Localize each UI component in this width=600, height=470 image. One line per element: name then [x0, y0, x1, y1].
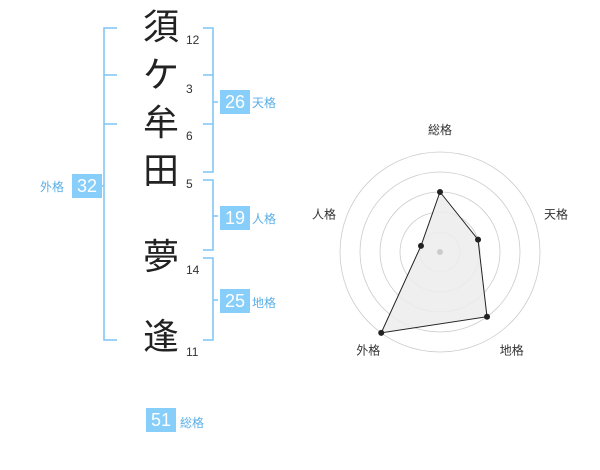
jinkaku-value: 19 [220, 206, 250, 230]
chikaku-label: 地格 [252, 296, 277, 310]
stroke-count-5: 14 [186, 263, 200, 277]
radar-ring-5 [339, 151, 541, 353]
radar-polygon [380, 190, 488, 334]
name-char-3: 牟 [142, 103, 179, 144]
gaikaku-bracket [103, 27, 117, 341]
radar-point-2 [484, 313, 491, 320]
jinkaku-label: 人格 [252, 212, 277, 226]
stroke-count-4: 5 [186, 177, 193, 191]
chikaku-bracket [203, 257, 214, 341]
soukaku-value: 51 [146, 408, 176, 432]
bracket-lines [100, 27, 218, 341]
stroke-count-3: 6 [186, 129, 193, 143]
radar-point-0 [437, 189, 443, 195]
radar-point-1 [475, 236, 482, 243]
radar-point-4 [417, 242, 424, 249]
radar-axis-label-3: 外格 [356, 343, 380, 358]
chikaku-value: 25 [220, 289, 250, 313]
name-char-2: ケ [142, 55, 179, 96]
gaikaku-value: 32 [72, 174, 102, 198]
stroke-count-2: 3 [186, 82, 193, 96]
name-char-1: 須 [142, 7, 179, 48]
tenkaku-value: 26 [220, 90, 250, 114]
radar-axis-label-2: 地格 [500, 343, 524, 358]
jinkaku-bracket [203, 179, 214, 251]
soukaku-label: 総格 [180, 416, 205, 430]
radar-axis-label-1: 天格 [544, 206, 568, 221]
radar-axis-label-4: 人格 [312, 206, 336, 221]
tenkaku-label: 天格 [252, 96, 277, 110]
tenkaku-bracket [203, 27, 214, 173]
radar-center [437, 249, 443, 255]
name-char-5: 夢 [142, 237, 179, 278]
radar-point-3 [378, 329, 385, 336]
stroke-count-6: 11 [186, 345, 199, 359]
radar-points [378, 189, 491, 336]
stroke-count-1: 12 [186, 33, 200, 47]
name-char-6: 逢 [142, 317, 179, 358]
radar-ring-4 [359, 171, 521, 333]
name-char-4: 田 [142, 151, 179, 192]
radar-axis-label-0: 総格 [428, 122, 452, 137]
gaikaku-label: 外格 [40, 180, 65, 194]
kakusu-brackets [100, 27, 218, 341]
